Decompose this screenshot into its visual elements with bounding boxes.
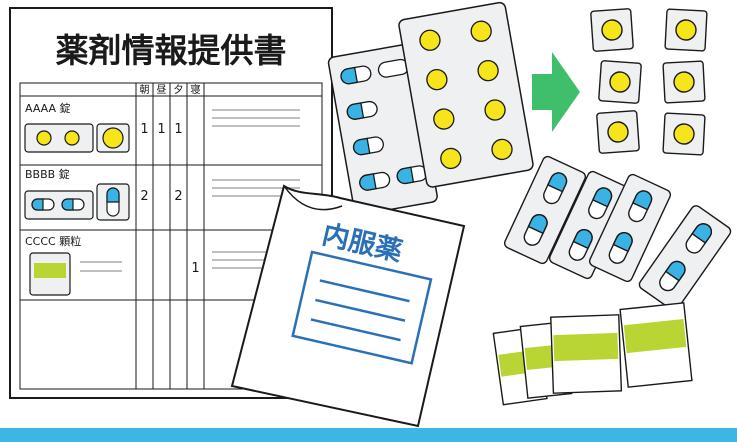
header-morning: 朝 xyxy=(140,84,150,96)
powder-packets xyxy=(492,302,693,406)
row-bbbb-dose-morning: 2 xyxy=(140,189,148,204)
row-aaaa-dose-noon: 1 xyxy=(157,122,165,137)
row-cccc-dose-bedtime: 1 xyxy=(191,261,199,276)
capsule-strips xyxy=(503,155,732,311)
row-cccc-images xyxy=(29,252,122,296)
right-arrow-icon xyxy=(532,52,580,132)
bottom-bar xyxy=(0,428,737,442)
medicine-envelope-icon: 内服薬 xyxy=(230,184,466,428)
header-noon: 昼 xyxy=(157,84,167,96)
row-bbbb-images xyxy=(24,183,130,221)
row-aaaa-dose-evening: 1 xyxy=(174,122,182,137)
header-bedtime: 寝 xyxy=(191,83,201,96)
row-cccc-name: CCCC 顆粒 xyxy=(25,234,81,248)
row-bbbb-dose-evening: 2 xyxy=(174,189,182,204)
tablet-blister-pack xyxy=(398,1,534,188)
row-bbbb-name: BBBB 錠 xyxy=(25,167,70,181)
separated-tablets xyxy=(590,8,708,156)
row-aaaa-images xyxy=(24,123,130,153)
header-evening: 夕 xyxy=(174,84,184,96)
row-aaaa-notes xyxy=(212,109,300,127)
sheet-title: 薬剤情報提供書 xyxy=(56,31,287,70)
row-aaaa-dose-morning: 1 xyxy=(140,122,148,137)
row-aaaa-name: AAAA 錠 xyxy=(25,101,71,115)
